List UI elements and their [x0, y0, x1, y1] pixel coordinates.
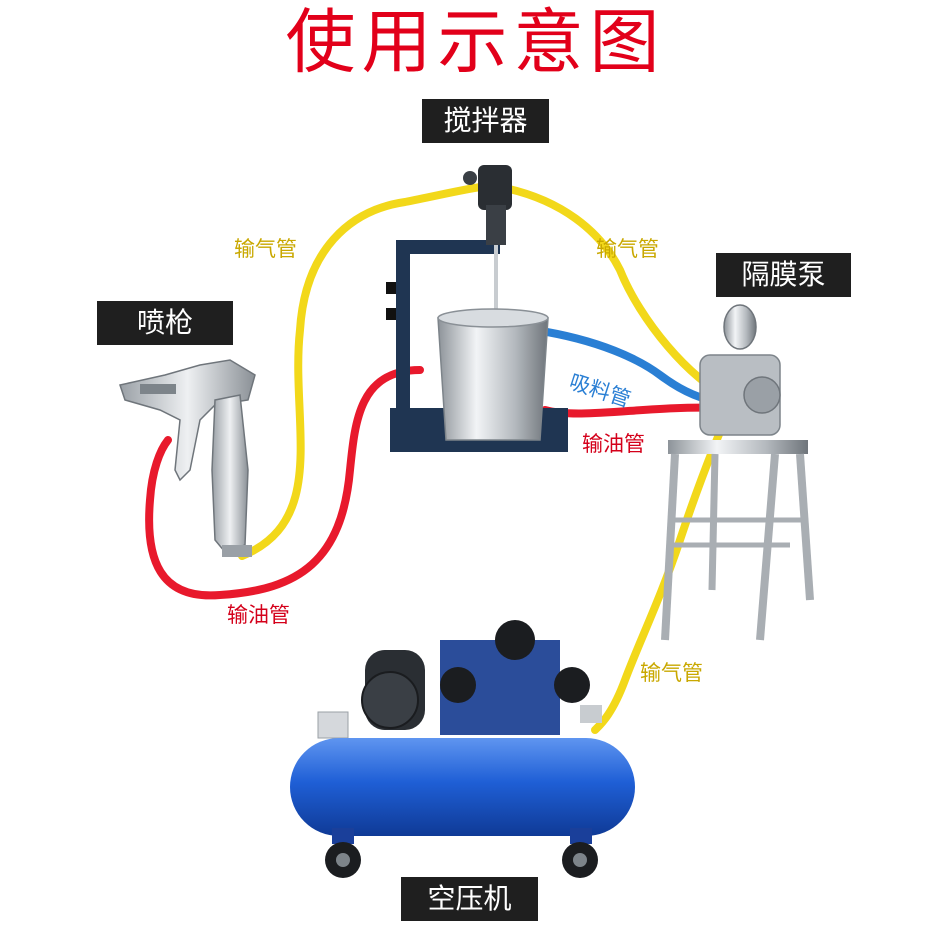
label-mixer: 搅拌器 [422, 99, 549, 143]
air-hose-top [238, 182, 734, 560]
label-diaphragm-pump: 隔膜泵 [716, 253, 851, 297]
mixer-device [386, 165, 568, 452]
label-spray-gun: 喷枪 [97, 301, 233, 345]
spray-gun-device [119, 359, 256, 557]
diaphragm-pump-device [661, 304, 814, 641]
label-air-hose-left: 输气管 [234, 237, 297, 261]
label-air-hose-bottom: 输气管 [640, 661, 703, 685]
air-compressor-device [290, 620, 635, 878]
page-title: 使用示意图 [285, 1, 666, 83]
label-air-compressor: 空压机 [401, 877, 538, 921]
label-oil-hose-right: 输油管 [582, 432, 645, 456]
label-oil-hose-left: 输油管 [227, 603, 290, 627]
label-air-hose-right: 输气管 [596, 237, 659, 261]
